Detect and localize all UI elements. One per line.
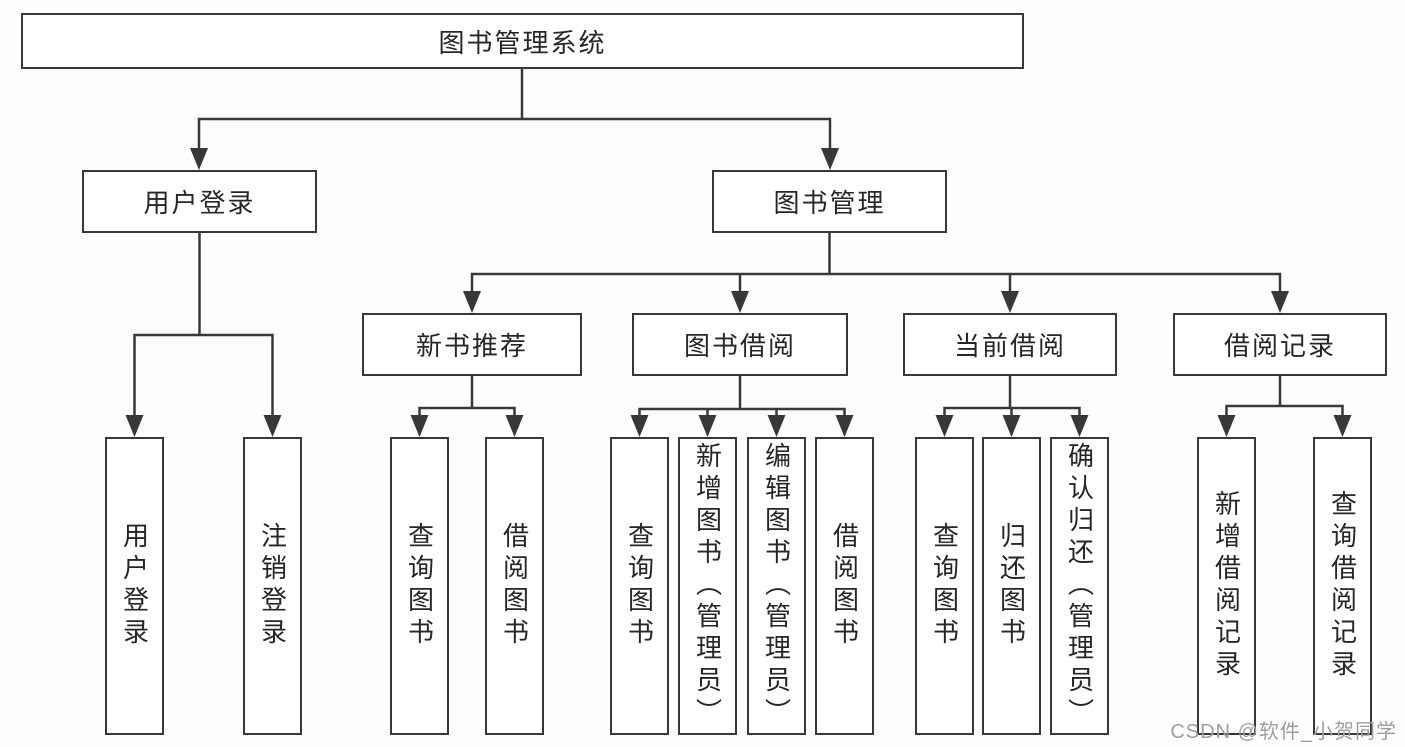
node-book-borrowing: 图书借阅 bbox=[632, 313, 848, 376]
leaf-label: 用户登录 bbox=[119, 522, 150, 650]
node-borrowing-records: 借阅记录 bbox=[1173, 313, 1387, 376]
leaf-query-borrow-record: 查询借阅记录 bbox=[1313, 437, 1372, 735]
leaf-confirm-return-admin: 确认归还（管理员） bbox=[1050, 437, 1109, 735]
leaf-label: 查询图书 bbox=[404, 522, 435, 650]
leaf-label: 注销登录 bbox=[257, 522, 288, 650]
leaf-logout: 注销登录 bbox=[243, 437, 302, 735]
node-label: 新书推荐 bbox=[415, 331, 528, 361]
leaf-label: 确认归还（管理员） bbox=[1064, 442, 1095, 730]
leaf-label: 归还图书 bbox=[996, 522, 1027, 650]
leaf-label: 编辑图书（管理员） bbox=[761, 442, 792, 730]
node-label: 图书借阅 bbox=[683, 331, 796, 361]
leaf-label: 借阅图书 bbox=[829, 522, 860, 650]
leaf-user-login: 用户登录 bbox=[105, 437, 164, 735]
arrowheads bbox=[125, 148, 1352, 437]
node-current-borrowing: 当前借阅 bbox=[903, 313, 1117, 376]
leaf-borrow-books-recommend: 借阅图书 bbox=[485, 437, 544, 735]
leaf-label: 查询借阅记录 bbox=[1327, 490, 1358, 682]
leaf-label: 借阅图书 bbox=[499, 522, 530, 650]
leaf-label: 查询图书 bbox=[624, 522, 655, 650]
leaf-return-books: 归还图书 bbox=[982, 437, 1041, 735]
watermark-text: CSDN @软件_小贺同学 bbox=[1170, 721, 1397, 743]
leaf-query-books-borrowing: 查询图书 bbox=[610, 437, 669, 735]
leaf-label: 新增借阅记录 bbox=[1211, 490, 1242, 682]
node-new-book-recommend: 新书推荐 bbox=[362, 313, 582, 376]
connector-paths bbox=[133, 69, 1344, 419]
node-library-management-system: 图书管理系统 bbox=[21, 13, 1024, 69]
leaf-add-borrow-record: 新增借阅记录 bbox=[1197, 437, 1256, 735]
node-label: 借阅记录 bbox=[1223, 331, 1336, 361]
leaf-add-book-admin: 新增图书（管理员） bbox=[678, 437, 737, 735]
leaf-query-books-recommend: 查询图书 bbox=[390, 437, 449, 735]
node-label: 用户登录 bbox=[143, 188, 256, 218]
leaf-label: 查询图书 bbox=[929, 522, 960, 650]
leaf-edit-book-admin: 编辑图书（管理员） bbox=[747, 437, 806, 735]
leaf-query-books-current: 查询图书 bbox=[915, 437, 974, 735]
node-user-login: 用户登录 bbox=[82, 170, 317, 233]
node-label: 图书管理系统 bbox=[438, 27, 607, 58]
node-label: 图书管理 bbox=[773, 188, 886, 218]
leaf-label: 新增图书（管理员） bbox=[692, 442, 723, 730]
node-label: 当前借阅 bbox=[953, 331, 1066, 361]
node-book-management: 图书管理 bbox=[712, 170, 947, 233]
leaf-borrow-books: 借阅图书 bbox=[815, 437, 874, 735]
